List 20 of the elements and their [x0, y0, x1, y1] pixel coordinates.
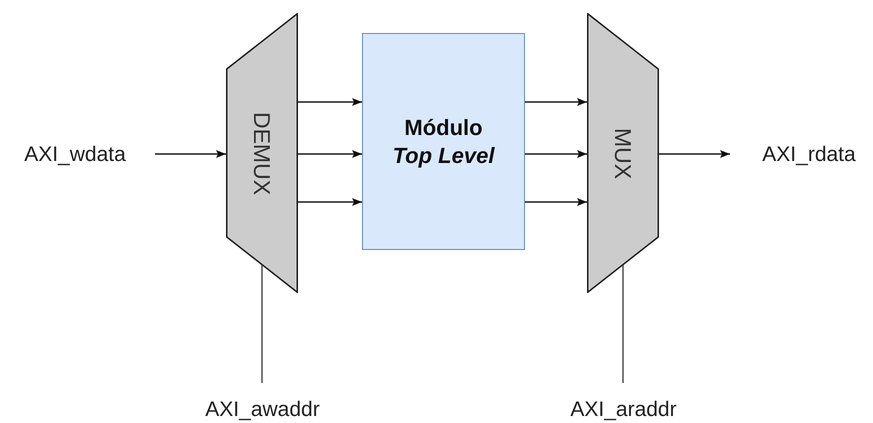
arrow: [298, 198, 362, 206]
arrow: [525, 98, 587, 106]
arrow: [298, 150, 362, 158]
arrow: [298, 98, 362, 106]
signal-label: AXI_rdata: [748, 140, 870, 170]
module-title: Módulo Top Level: [392, 114, 496, 169]
connector-line: [622, 265, 624, 383]
demultiplexer-shape: [226, 13, 298, 293]
module-box: [362, 33, 525, 250]
arrow: [525, 150, 587, 158]
signal-label: AXI_wdata: [10, 140, 140, 170]
signal-label: AXI_araddr: [556, 395, 691, 423]
arrow: [659, 150, 730, 158]
arrow: [525, 198, 587, 206]
shape-label: DEMUX: [248, 111, 276, 195]
signal-label: AXI_awaddr: [190, 395, 335, 423]
arrow: [155, 150, 226, 158]
multiplexer-shape: [587, 13, 659, 293]
connector-line: [261, 265, 263, 383]
shape-label: MUX: [610, 127, 636, 179]
